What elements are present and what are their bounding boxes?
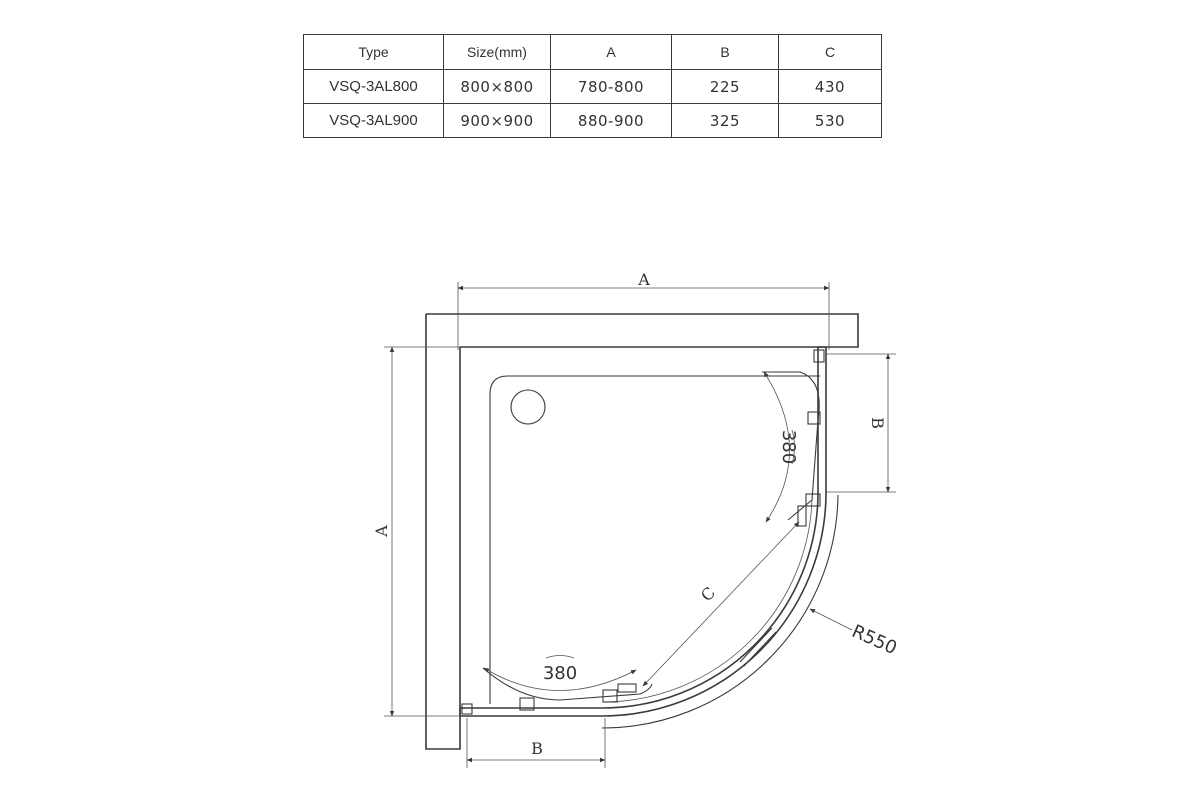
dimension-a-left: A: [372, 346, 460, 717]
header-type: Type: [303, 34, 444, 70]
spec-table: Type Size(mm) A B C VSQ-3AL800 800×800 7…: [303, 34, 882, 138]
label-radius: R550: [849, 621, 900, 659]
cell-c: 430: [778, 69, 882, 104]
header-c: C: [778, 34, 882, 70]
drain-icon: [510, 389, 546, 425]
dimension-a-top: A: [457, 270, 830, 350]
dimension-radius: R550: [809, 608, 900, 659]
wall-outline: [425, 313, 859, 750]
cell-type: VSQ-3AL900: [303, 103, 444, 138]
label-door-bottom: 380: [543, 663, 577, 684]
table-header-row: Type Size(mm) A B C: [303, 34, 882, 70]
dimension-b-right: B: [826, 353, 896, 493]
enclosure-frame: [459, 346, 839, 729]
table-row: VSQ-3AL900 900×900 880-900 325 530: [303, 103, 882, 138]
label-c: C: [697, 583, 719, 605]
header-size: Size(mm): [443, 34, 551, 70]
cell-size: 800×800: [443, 69, 551, 104]
dimension-c: C: [642, 521, 800, 687]
label-b-right: B: [868, 417, 887, 429]
label-a-top: A: [637, 270, 650, 289]
label-a-left: A: [372, 525, 391, 538]
cell-c: 530: [778, 103, 882, 138]
cell-a: 880-900: [550, 103, 672, 138]
dimension-door-right: 380: [763, 371, 799, 523]
label-b-bottom: B: [531, 739, 543, 758]
shower-tray: [489, 375, 820, 704]
cell-type: VSQ-3AL800: [303, 69, 444, 104]
cell-size: 900×900: [443, 103, 551, 138]
dimension-b-bottom: B: [466, 718, 606, 768]
label-door-right: 380: [778, 430, 799, 464]
dimension-door-bottom: 380: [483, 655, 637, 691]
